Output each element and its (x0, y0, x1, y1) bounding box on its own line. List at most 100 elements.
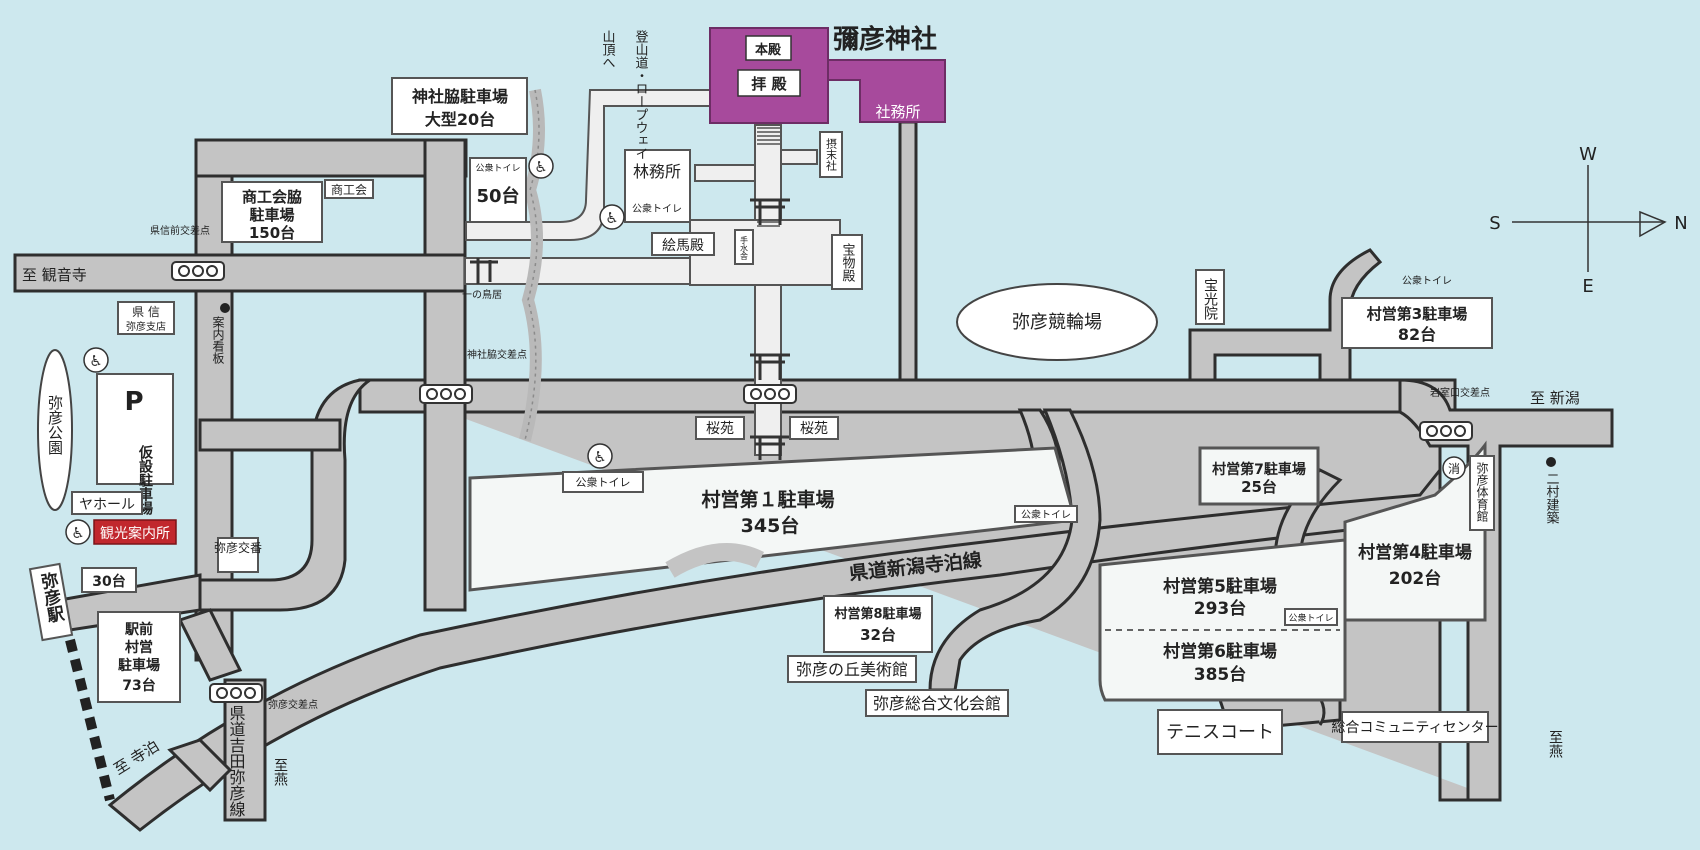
place-labels: 林務所 公衆トイレ 絵馬殿 手水舎 宝物殿 摂末社 一の鳥居 登山道・ロープウェ… (28, 30, 1559, 802)
torii-label: 一の鳥居 (462, 288, 502, 301)
station-box (28, 562, 74, 642)
hokoin-label: 宝光院 (1202, 278, 1218, 321)
shoko-line3: 150台 (249, 224, 295, 242)
waki50-label: 50台 (476, 185, 519, 207)
signal-sando (743, 384, 797, 404)
tozan-label: 登山道・ロープウェイ (633, 30, 649, 160)
kasetsu-p: P (124, 387, 143, 417)
lot7-area (1198, 446, 1320, 506)
annai-label: 案内看板 (211, 315, 225, 365)
waki50-toilet: 公衆トイレ (475, 162, 520, 174)
bunka-box (865, 689, 1009, 717)
yahall-box (71, 491, 143, 515)
lot3-name: 村営第3駐車場 (1367, 305, 1467, 323)
museum-box (787, 655, 917, 683)
to-niigata: 至 新潟 (1530, 389, 1580, 407)
lot1-toilet2: 公衆トイレ (1021, 508, 1071, 521)
museum-label: 弥彦の丘美術館 (796, 660, 908, 679)
lot3-box (1341, 297, 1493, 349)
to-tsubame-right: 至燕 (1547, 730, 1563, 758)
lot5-toilet: 公衆トイレ (1288, 612, 1333, 624)
honden-label: 本殿 (755, 42, 782, 58)
road-shamusho (898, 120, 918, 382)
wheelchair-icon (587, 443, 613, 469)
kendo-yoshida-label: 県道吉田弥彦線 (227, 705, 246, 817)
lot8-count: 32台 (860, 626, 896, 644)
taiikukan-box (1469, 455, 1495, 531)
lot1-count: 345台 (741, 514, 800, 537)
shoko-line2: 駐車場 (249, 206, 294, 224)
jinja-koten: 神社脇交差点 (467, 348, 527, 361)
wheelchair-icons: ♿ ♿ ♿ ♿ ♿ (65, 153, 625, 545)
oen-right-label: 桜苑 (800, 421, 828, 437)
wakibus-title: 神社脇駐車場 (412, 87, 508, 106)
lot30-label: 30台 (92, 573, 125, 590)
shokokai-box (324, 179, 374, 199)
taiikukan-label: 弥彦体育館 (1475, 461, 1489, 522)
road-sando-vertical (754, 124, 782, 456)
lot7-count: 25台 (1241, 478, 1277, 496)
oen-left-label: 桜苑 (706, 421, 734, 437)
lot30-box (81, 567, 137, 593)
wheelchair-icon (65, 519, 91, 545)
homotsu-box (831, 234, 863, 290)
wheelchair-icon (528, 153, 554, 179)
lot5-name: 村営第5駐車場 (1163, 576, 1277, 597)
lot3-count: 82台 (1398, 325, 1436, 344)
compass-n: N (1674, 213, 1687, 234)
sessha-box (819, 131, 843, 178)
signal-kenshin (171, 261, 225, 281)
road-ringyo-link (694, 164, 756, 182)
wheelchair-icon (599, 204, 625, 230)
yahall-label: ヤホール (79, 497, 135, 513)
temizu-label: 手水舎 (740, 235, 749, 261)
haiden-box (737, 69, 801, 97)
waki50-box (469, 157, 527, 223)
road-main-east (358, 378, 1457, 414)
parking-labels: 神社脇駐車場 大型20台 公衆トイレ 50台 商工会脇 駐車場 150台 P 仮… (81, 77, 1493, 703)
keirin-oval (956, 283, 1158, 361)
lot7-name: 村営第7駐車場 (1212, 461, 1306, 478)
compass-s: S (1489, 213, 1500, 234)
shamusho-building (827, 59, 946, 123)
road-yoshida-link (177, 608, 243, 682)
koen-label: 弥彦公園 (46, 394, 64, 455)
shrine-title: 彌彦神社 (833, 24, 937, 55)
iwamuro-koten: 岩室口交差点 (1430, 386, 1490, 399)
road-sessha-link (780, 149, 818, 165)
yahiko-koten: 弥彦交差点 (268, 698, 318, 711)
to-tsubame-left: 至燕 (272, 758, 288, 786)
signal-iwamuro (1419, 421, 1473, 441)
ringyo-label: 林務所 (633, 162, 681, 181)
lot5-count: 293台 (1194, 598, 1247, 619)
keirin-label: 弥彦競輪場 (1012, 312, 1102, 333)
ringyo-box (624, 149, 691, 223)
compass-w: W (1579, 144, 1597, 165)
ekimae-line1: 駅前 (125, 621, 153, 638)
shokokai-label: 商工会 (331, 182, 367, 197)
torii-icons (470, 198, 790, 460)
honden-box (745, 35, 792, 61)
ekimae-line4: 73台 (122, 677, 155, 694)
lot1-toilet2-box (1014, 505, 1078, 523)
lot1-toilet-box (562, 471, 644, 493)
shrine-complex: 本殿 拝 殿 社務所 彌彦神社 (470, 24, 946, 460)
road-top-left (194, 138, 468, 178)
lot5-toilet-box (1284, 608, 1338, 626)
oen-left-box (695, 416, 745, 440)
lot8-name: 村営第8駐車場 (834, 606, 921, 622)
lot5-6-area (1098, 538, 1347, 702)
road-kannonji (13, 253, 467, 293)
ekimae-line3: 駐車場 (118, 657, 160, 674)
kanko-box (93, 519, 177, 545)
community-label: 総合コミュニティセンター (1331, 720, 1498, 736)
shoko-line1: 商工会脇 (242, 188, 302, 206)
to-kannonji: 至 観音寺 (22, 266, 87, 284)
haiden-label: 拝 殿 (751, 75, 787, 93)
sancho-label: 山頂へ (600, 30, 616, 69)
oen-right-box (789, 416, 839, 440)
kenshin-koten: 県信前交差点 (150, 224, 210, 237)
kanko-label: 観光案内所 (100, 525, 170, 542)
kasetsu-box (96, 373, 174, 485)
kenshin-line2: 弥彦支店 (126, 320, 166, 333)
